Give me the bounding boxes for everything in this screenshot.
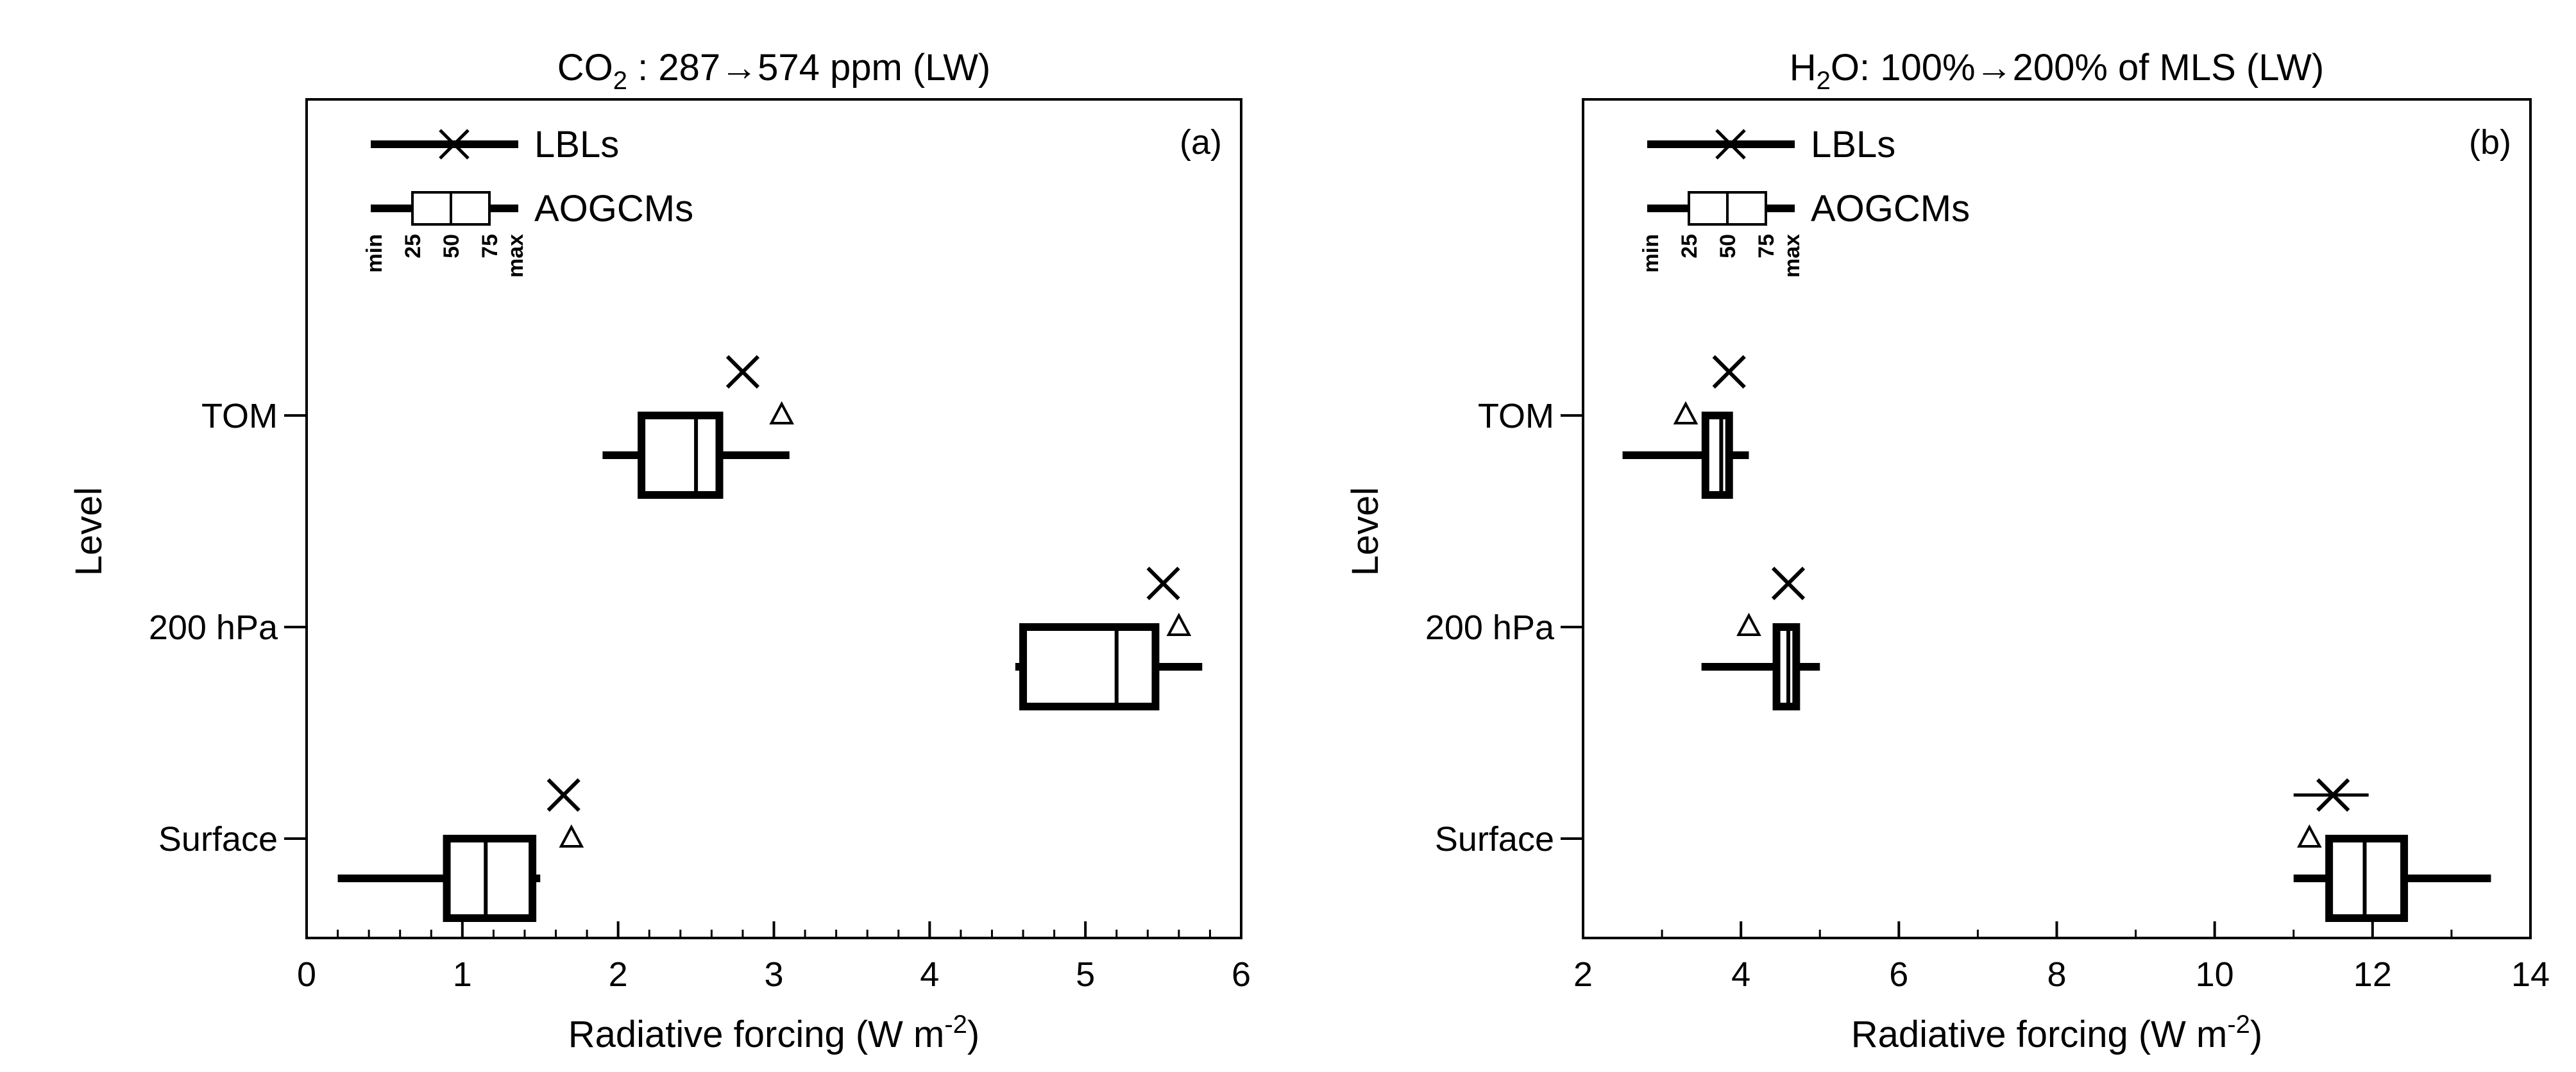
y-tick-label: TOM — [1478, 397, 1554, 435]
x-tick-label: 8 — [2047, 955, 2066, 994]
legend-lbl-x-mark — [439, 129, 470, 160]
title-rest: : 287→574 ppm (LW) — [627, 47, 990, 88]
chart-title: CO2 : 287→574 ppm (LW) — [557, 47, 991, 95]
triangle-marker — [1736, 612, 1761, 636]
x-tick-label: 14 — [2511, 955, 2550, 994]
triangle-marker — [1673, 401, 1699, 424]
triangle-marker — [559, 824, 584, 848]
x-axis-label-main: Radiative forcing (W m — [1851, 1014, 2228, 1055]
x-tick-label: 3 — [764, 955, 783, 994]
box-iqr — [1701, 412, 1733, 499]
y-tick-label: Surface — [1435, 820, 1554, 858]
legend-box-key: 25 — [401, 234, 425, 258]
lbl-x-mark — [1146, 566, 1180, 601]
triangle-marker — [2297, 824, 2322, 848]
title-subscript: 2 — [1817, 67, 1831, 95]
box-iqr — [2325, 835, 2409, 922]
x-axis-label-main: Radiative forcing (W m — [568, 1014, 945, 1055]
legend-lbl-x-mark — [1715, 129, 1746, 160]
y-tick-label: 200 hPa — [149, 608, 278, 647]
legend-aogcm-label: AOGCMs — [1811, 188, 1970, 230]
panel-letter: (b) — [2469, 123, 2511, 162]
y-tick-label: Surface — [158, 820, 278, 858]
title-subscript: 2 — [613, 67, 627, 95]
panel-letter: (a) — [1180, 123, 1222, 162]
legend-box-key: max — [504, 234, 528, 278]
x-tick-label: 1 — [453, 955, 472, 994]
x-tick-label: 10 — [2196, 955, 2234, 994]
x-tick-label: 2 — [609, 955, 628, 994]
y-axis-label: Level — [68, 487, 110, 576]
x-axis-label-sup: -2 — [2227, 1010, 2250, 1039]
x-tick-label: 0 — [297, 955, 316, 994]
x-tick-label: 6 — [1889, 955, 1908, 994]
lbl-x-mark — [1712, 355, 1746, 389]
y-tick-label: 200 hPa — [1425, 608, 1555, 647]
legend-box-key: 50 — [439, 234, 464, 258]
x-axis-label-end: ) — [2250, 1014, 2262, 1055]
legend-box-key: 50 — [1716, 234, 1740, 258]
lbl-x-mark — [547, 778, 580, 812]
x-tick-label: 4 — [1731, 955, 1750, 994]
x-axis-label: Radiative forcing (W m-2) — [1851, 1010, 2263, 1055]
box-iqr — [638, 412, 724, 499]
legend-aogcm-label: AOGCMs — [534, 188, 693, 230]
box-iqr — [1772, 623, 1801, 710]
title-main: CO — [557, 47, 613, 88]
x-tick-label: 2 — [1573, 955, 1593, 994]
legend-lbl-label: LBLs — [1811, 124, 1895, 165]
x-tick-label: 5 — [1076, 955, 1095, 994]
triangle-marker — [769, 401, 794, 424]
legend-box-key: 75 — [1754, 234, 1779, 258]
x-axis-label: Radiative forcing (W m-2) — [568, 1010, 980, 1055]
box-iqr — [443, 835, 537, 922]
x-tick-label: 12 — [2353, 955, 2392, 994]
lbl-x-mark — [2316, 778, 2350, 812]
legend-box-key: 75 — [478, 234, 502, 258]
legend-box-key: min — [1639, 234, 1663, 272]
x-axis-label-sup: -2 — [944, 1010, 967, 1039]
title-main: H — [1790, 47, 1817, 88]
box-iqr — [1019, 623, 1160, 710]
triangle-marker — [1166, 612, 1192, 636]
x-axis-label-end: ) — [967, 1014, 979, 1055]
title-rest: O: 100%→200% of MLS (LW) — [1831, 47, 2324, 88]
chart-title: H2O: 100%→200% of MLS (LW) — [1790, 47, 2324, 95]
x-tick-label: 4 — [920, 955, 939, 994]
lbl-x-mark — [1771, 566, 1806, 601]
y-axis-label: Level — [1344, 487, 1386, 576]
legend-box-key: 25 — [1677, 234, 1702, 258]
x-tick-label: 6 — [1232, 955, 1251, 994]
y-tick-label: TOM — [201, 397, 278, 435]
legend-box-key: max — [1780, 234, 1804, 278]
legend-box-key: min — [362, 234, 387, 272]
legend-lbl-label: LBLs — [534, 124, 619, 165]
lbl-x-mark — [725, 355, 760, 389]
